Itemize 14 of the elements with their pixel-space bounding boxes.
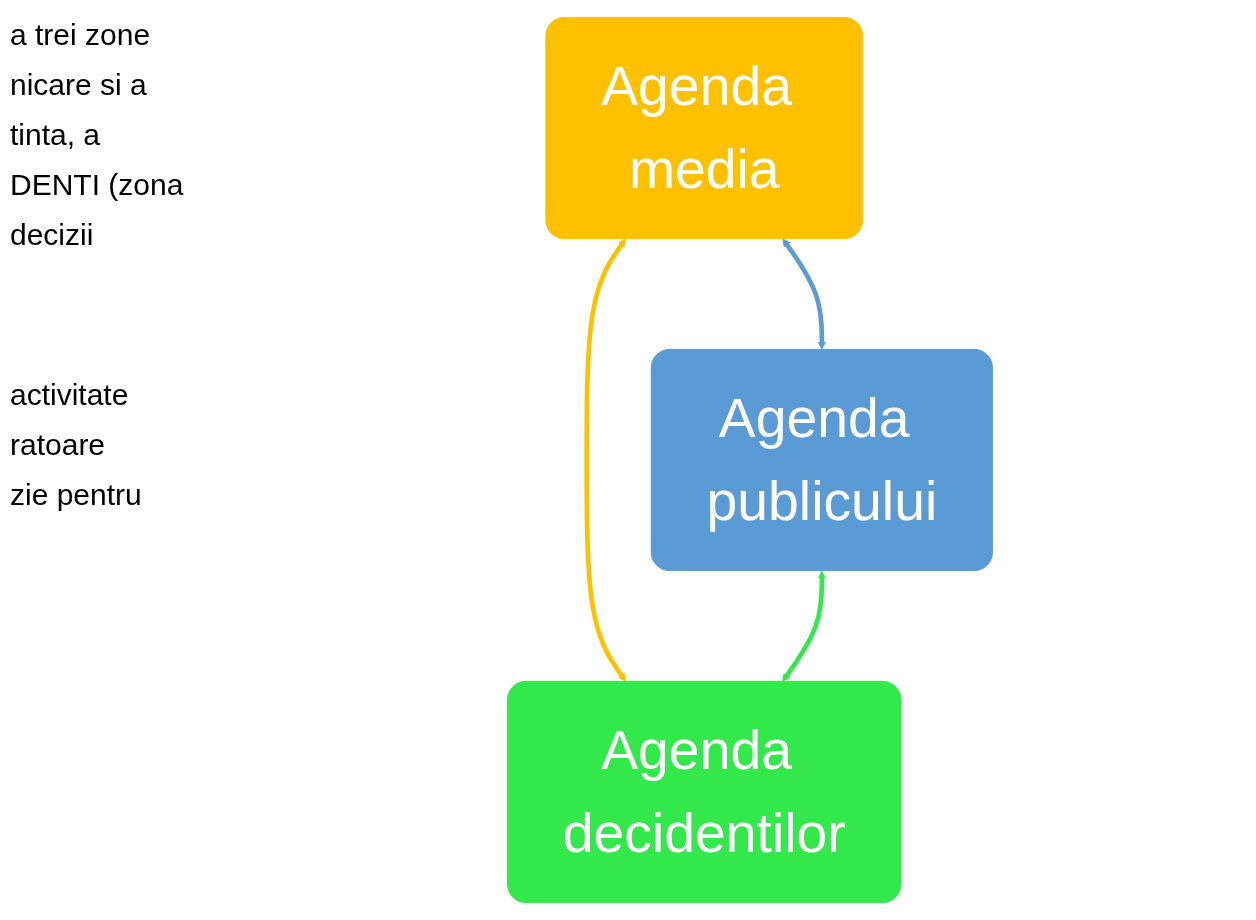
double-arrow: [584, 238, 627, 682]
text-fragment: ratoare: [10, 427, 107, 463]
agenda-box: Agenda media: [545, 16, 864, 240]
double-arrow: [782, 570, 826, 682]
text-fragment: decizii: [10, 217, 95, 253]
double-arrow: [782, 238, 826, 350]
text-fragment: DENTI (zona: [10, 167, 185, 203]
text-fragment: a trei zone: [10, 17, 152, 53]
text-fragment: activitate: [10, 377, 130, 413]
agenda-box: Agenda publicului: [650, 348, 993, 572]
text-fragment: nicare si a: [10, 67, 148, 103]
text-fragment: tinta, a: [10, 117, 102, 153]
agenda-box: Agenda decidentilor: [507, 680, 902, 904]
text-fragment: zie pentru: [10, 477, 143, 513]
